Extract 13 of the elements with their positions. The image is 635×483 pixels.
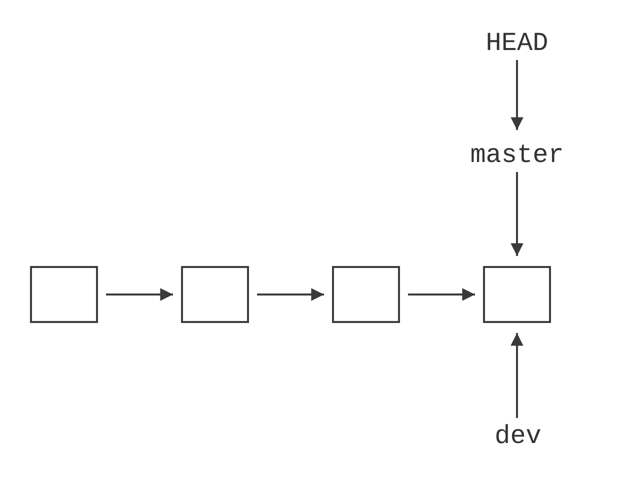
arrow (408, 288, 475, 301)
arrow (510, 60, 524, 130)
commit-box (181, 266, 249, 323)
commit-box (483, 266, 551, 323)
arrow (510, 333, 524, 418)
commit-box (30, 266, 98, 323)
pointer-label: master (463, 140, 571, 170)
arrow (106, 288, 173, 301)
pointer-label: HEAD (476, 28, 558, 58)
arrow (257, 288, 324, 301)
pointer-label: dev (488, 420, 548, 452)
commit-box (332, 266, 400, 323)
arrow (510, 172, 524, 256)
